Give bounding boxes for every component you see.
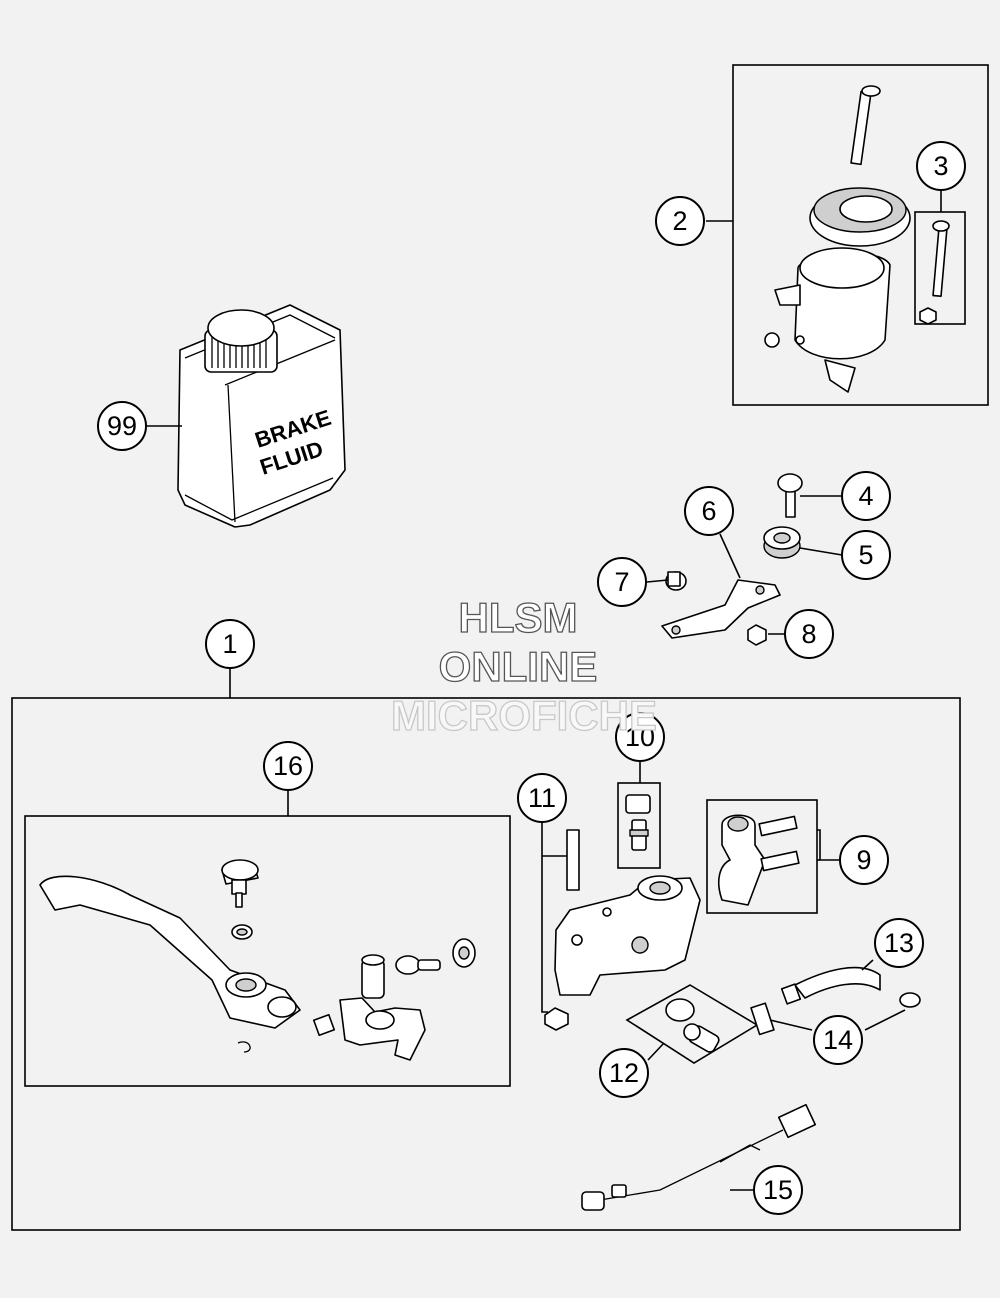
lever-kit-frame	[24, 815, 511, 1087]
callout-11-label: 11	[528, 783, 556, 813]
callout-7[interactable]: 7	[597, 557, 647, 607]
callout-16-label: 16	[273, 751, 303, 781]
watermark-line-2: ONLINE	[439, 643, 598, 690]
callout-1[interactable]: 1	[205, 619, 255, 669]
reservoir-frame	[732, 64, 989, 406]
callout-16[interactable]: 16	[263, 741, 313, 791]
bleeder-valve	[625, 794, 651, 851]
callout-5[interactable]: 5	[841, 530, 891, 580]
callout-3-label: 3	[933, 151, 948, 181]
callout-7-label: 7	[614, 567, 629, 597]
callout-15[interactable]: 15	[753, 1165, 803, 1215]
bleeder-frame	[617, 782, 661, 869]
brake-light-switch-cable	[581, 1103, 817, 1211]
callout-9[interactable]: 9	[839, 835, 889, 885]
callout-10[interactable]: 10	[615, 712, 665, 762]
callout-13-label: 13	[884, 928, 914, 958]
callout-3[interactable]: 3	[916, 141, 966, 191]
callout-99[interactable]: 99	[97, 401, 147, 451]
callout-14[interactable]: 14	[813, 1015, 863, 1065]
fluid-reservoir	[764, 85, 911, 393]
callout-9-label: 9	[856, 845, 871, 875]
callout-2-label: 2	[672, 206, 687, 236]
brake-fluid-bottle: BRAKE FLUID	[177, 304, 346, 528]
master-cylinder-body	[544, 829, 701, 1031]
callout-11[interactable]: 11	[517, 773, 567, 823]
callout-8[interactable]: 8	[784, 609, 834, 659]
callout-15-label: 15	[763, 1175, 793, 1205]
callout-8-label: 8	[801, 619, 816, 649]
hose-assembly	[750, 966, 921, 1036]
brake-lever	[39, 859, 476, 1061]
callout-12-label: 12	[609, 1058, 639, 1088]
watermark-line-3: MICROFICHE	[391, 692, 657, 739]
callout-99-label: 99	[107, 411, 137, 441]
callout-4[interactable]: 4	[841, 471, 891, 521]
clamp-kit-frame	[706, 799, 818, 914]
callout-1-label: 1	[222, 629, 237, 659]
bracket-assembly	[661, 473, 803, 646]
handlebar-clamp	[718, 814, 800, 906]
watermark-line-1: HLSM	[459, 594, 578, 641]
callout-14-label: 14	[823, 1025, 853, 1055]
callout-10-label: 10	[625, 722, 655, 752]
callout-2[interactable]: 2	[655, 196, 705, 246]
reservoir-screw	[919, 220, 950, 325]
callout-12[interactable]: 12	[599, 1048, 649, 1098]
callout-13[interactable]: 13	[874, 918, 924, 968]
master-cylinder-frame	[11, 697, 961, 1231]
callout-5-label: 5	[858, 540, 873, 570]
leader-lines	[147, 190, 942, 1191]
screw-kit-frame	[914, 211, 966, 325]
banjo-fitting	[665, 998, 720, 1053]
callout-6[interactable]: 6	[684, 486, 734, 536]
callout-4-label: 4	[858, 481, 873, 511]
callout-6-label: 6	[701, 496, 716, 526]
